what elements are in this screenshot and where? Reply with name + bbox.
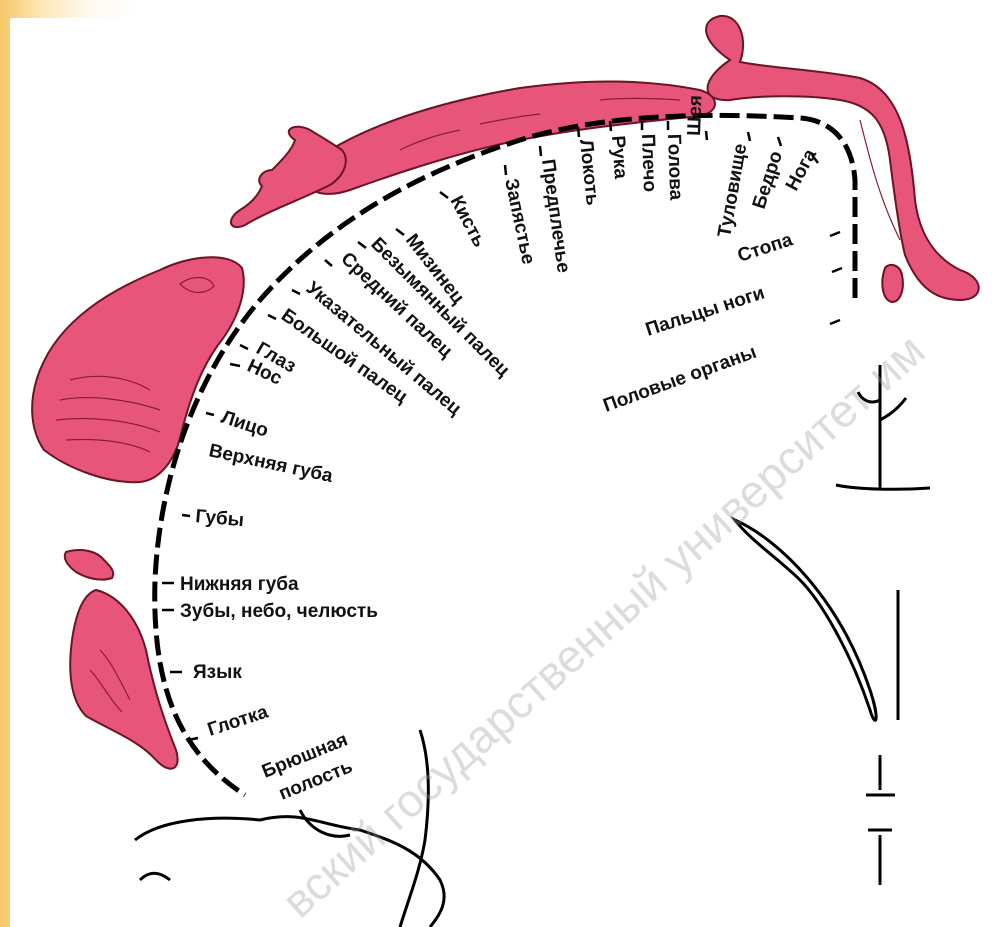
label-polovye-organy: Половые органы (601, 342, 760, 417)
label-plecho: Плечо (637, 133, 660, 192)
label-guby: Губы (195, 506, 245, 531)
label-noga: Нога (782, 145, 821, 194)
label-bedro: Бедро (749, 148, 787, 211)
label-litso: Лицо (218, 407, 270, 442)
label-golova: Голова (663, 133, 686, 201)
label-glotka: Глотка (205, 701, 271, 740)
label-yazyk: Язык (193, 662, 242, 683)
homunculus-toes (882, 265, 903, 302)
homunculus-lips (65, 550, 114, 580)
watermark: вский государственный университет им (272, 324, 934, 927)
label-zuby: Зубы, небо, челюсть (180, 601, 378, 622)
label-lokot: Локоть (575, 138, 603, 206)
label-kist: Кисть (446, 192, 490, 250)
label-predplechye: Предплечье (537, 158, 574, 274)
watermark-text: вский государственный университет им (272, 324, 934, 927)
label-sheya: Шея (684, 95, 706, 136)
label-verkhnyaya-guba: Верхняя губа (207, 440, 335, 487)
label-ruka: Рука (607, 135, 631, 180)
label-stopa: Стопа (735, 229, 796, 267)
label-nizhnyaya-guba: Нижняя губа (180, 574, 299, 595)
label-tulovishche: Туловище (714, 142, 751, 239)
homunculus-hand (231, 127, 346, 227)
label-paltsy-nogi: Пальцы ноги (643, 283, 767, 341)
label-zapyastye: Запястье (500, 177, 539, 267)
